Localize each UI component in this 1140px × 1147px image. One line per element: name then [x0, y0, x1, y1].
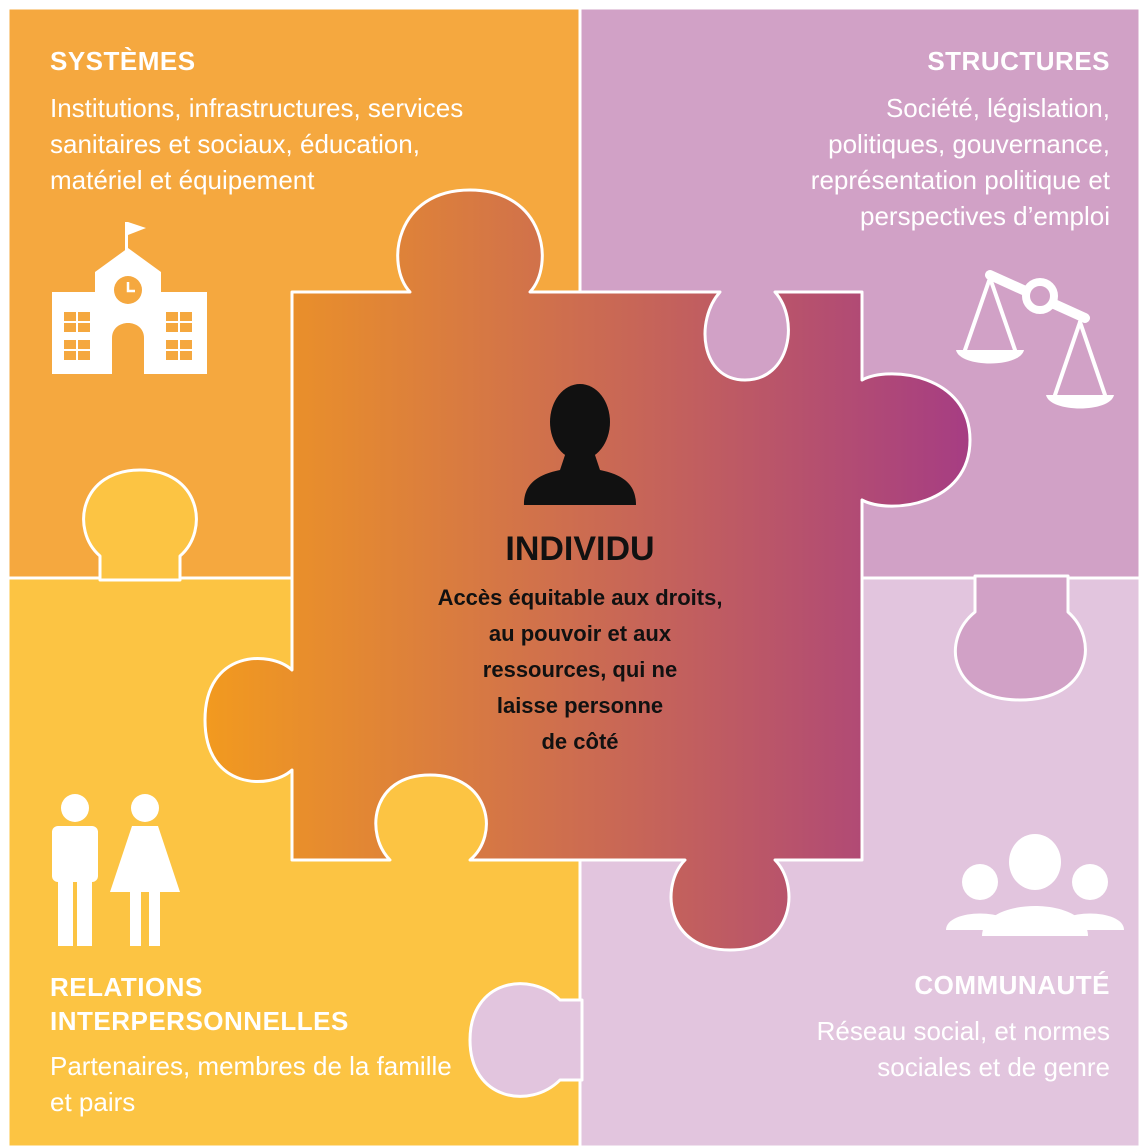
- structures-line: représentation politique et: [810, 165, 1110, 195]
- individu-line: au pouvoir et aux: [488, 621, 672, 646]
- relations-title: RELATIONS INTERPERSONNELLES: [50, 970, 349, 1038]
- center-piece: [203, 188, 972, 952]
- school-building-icon: [52, 222, 207, 374]
- individu-line: ressources, qui ne: [482, 657, 678, 682]
- individu-line: de côté: [541, 729, 619, 754]
- knob-communaute: [468, 982, 584, 1098]
- man-woman-icon: [52, 794, 180, 946]
- systemes-line: Institutions, infrastructures, services: [50, 93, 464, 123]
- individu-line: Accès équitable aux droits,: [437, 585, 723, 610]
- individu-line: laisse personne: [496, 693, 664, 718]
- systemes-line: sanitaires et sociaux, éducation,: [50, 129, 420, 159]
- group-people-icon: [946, 834, 1124, 936]
- systemes-title: SYSTÈMES: [50, 46, 196, 76]
- structures-line: politiques, gouvernance,: [828, 129, 1110, 159]
- knob-relations: [82, 468, 198, 582]
- relations-title-line: RELATIONS: [50, 972, 203, 1002]
- relations-line: et pairs: [50, 1087, 136, 1117]
- relations-title-line: INTERPERSONNELLES: [50, 1006, 349, 1036]
- communaute-description: Réseau social, et normes sociales et de …: [817, 1013, 1110, 1085]
- structures-line: perspectives d’emploi: [859, 201, 1110, 231]
- person-icon: [524, 384, 636, 505]
- systemes-line: matériel et équipement: [50, 165, 315, 195]
- individu-title: INDIVIDU: [505, 530, 655, 568]
- relations-description: Partenaires, membres de la famille et pa…: [50, 1048, 452, 1120]
- relations-line: Partenaires, membres de la famille: [50, 1051, 452, 1081]
- communaute-line: sociales et de genre: [877, 1052, 1110, 1082]
- structures-title: STRUCTURES: [927, 46, 1110, 76]
- individu-description: Accès équitable aux droits, au pouvoir e…: [300, 580, 860, 760]
- systemes-description: Institutions, infrastructures, services …: [50, 90, 463, 198]
- communaute-title: COMMUNAUTÉ: [914, 970, 1110, 1000]
- structures-line: Société, législation,: [885, 93, 1110, 123]
- knob-structures: [953, 574, 1087, 702]
- communaute-line: Réseau social, et normes: [816, 1016, 1110, 1046]
- scales-icon: [956, 270, 1114, 409]
- structures-description: Société, législation, politiques, gouver…: [811, 90, 1110, 234]
